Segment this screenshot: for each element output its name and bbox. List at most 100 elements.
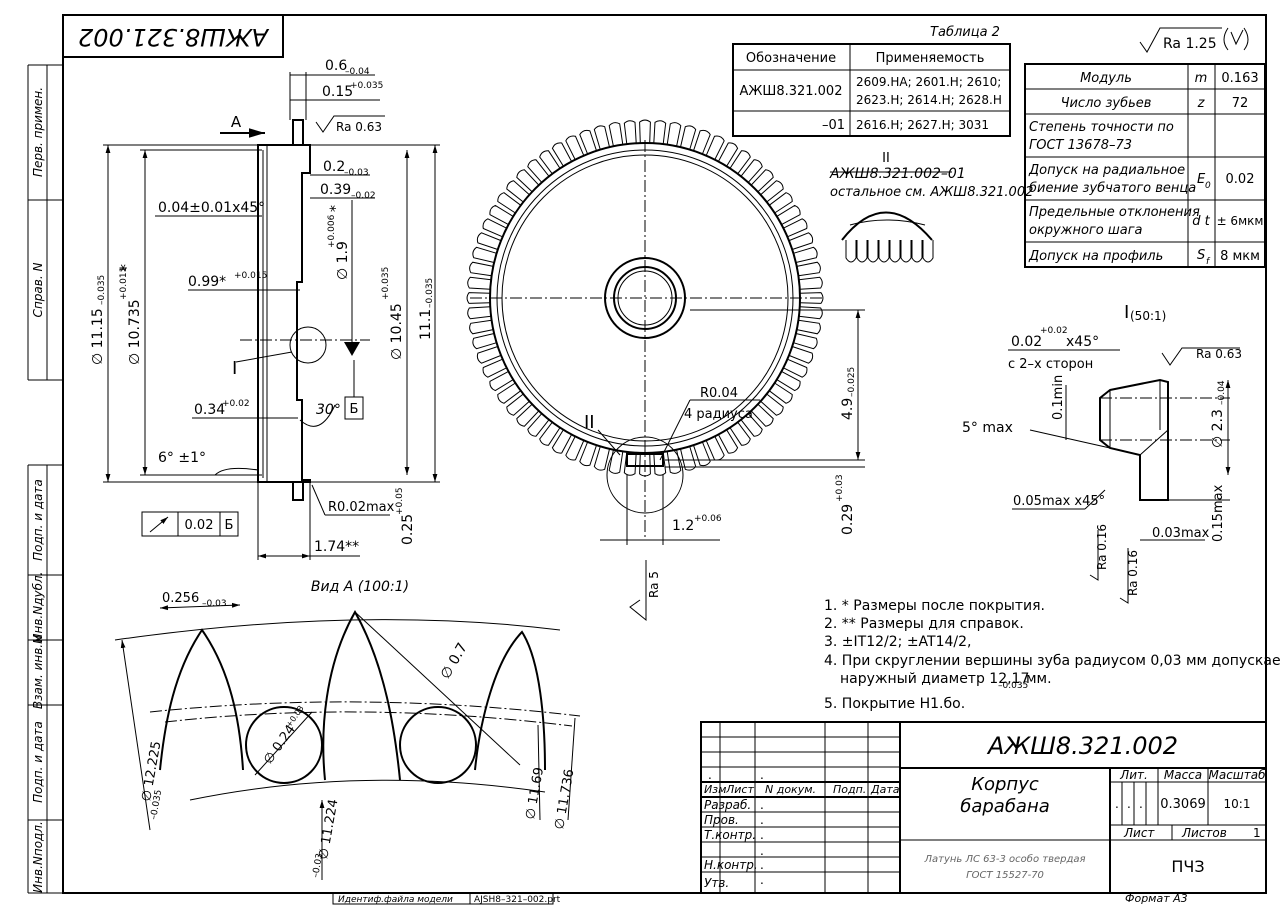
dim-0-39-tol: –0.02: [351, 191, 376, 201]
r-label-2: 4 радиуса: [684, 407, 753, 422]
table2-row1-apply-1: 2609.НА; 2601.Н; 2610;: [856, 75, 1001, 89]
dim-1-2-tol: +0.06: [694, 514, 722, 524]
gear-bore-inner: [613, 266, 677, 330]
side-label-inv-podl: Инв.Nподл.: [31, 821, 45, 893]
arrow-a-label: А: [231, 113, 242, 131]
roughness-face: Ra 0.63: [336, 120, 382, 134]
tb-sheets: Листов: [1181, 826, 1227, 840]
sheet-frame: [27, 14, 1267, 894]
view-a-d-11-224-tol: –0.03: [311, 853, 325, 879]
gear-hub-edge-2: [501, 154, 789, 442]
footer-id-label: Идентиф.файла модели: [338, 895, 453, 905]
dim-1-74: 1.74**: [314, 539, 359, 555]
dim-0-25-tol: +0.05: [395, 487, 405, 515]
tb-dot-lit-3: .: [1139, 797, 1143, 811]
gear-main-view: II R0.04 4 радиуса 4.9 –0.025 0.29 +0.03…: [466, 119, 865, 622]
tb-dot-5: .: [760, 858, 764, 872]
note-4-tol: –0.035: [998, 681, 1028, 691]
title-block: Изм Лист N докум. Подп. Дата Разраб. Про…: [700, 721, 1267, 894]
tb-dot-8: .: [760, 768, 764, 782]
tb-label-podp: Подп.: [833, 783, 866, 796]
param-precision-name-1: Степень точности по: [1029, 120, 1174, 135]
param-profile-sub: f: [1206, 257, 1211, 267]
tb-scale-val: 10:1: [1224, 797, 1251, 811]
dim-1-2: 1.2: [672, 518, 694, 534]
general-roughness-value: Ra 1.25: [1163, 36, 1217, 52]
dim-0-2: 0.2: [323, 159, 345, 175]
r-label-1: R0.04: [700, 386, 738, 401]
dim-1-9-tol: +0.006: [327, 214, 337, 248]
tb-material-2: ГОСТ 15527-70: [966, 870, 1044, 881]
tb-dot-lit-2: .: [1127, 797, 1131, 811]
tb-label-list: Лист: [725, 783, 754, 796]
side-label-inv-dubl: Инв.Nдубл.: [31, 572, 45, 643]
param-teeth-sym: z: [1197, 96, 1206, 111]
param-teeth-val: 72: [1232, 96, 1249, 111]
roughness-r1: Ra 0.16: [1095, 524, 1109, 570]
table2-col-1: Обозначение: [746, 51, 836, 66]
dim-0-2-tol: –0.03: [344, 168, 369, 178]
dim-1-9-star: *: [328, 205, 344, 212]
dim-11-15-tol: –0.035: [97, 275, 107, 305]
footer: Идентиф.файла модели AJSH8–321–002.prt Ф…: [332, 892, 1188, 905]
param-pitch-name-2: окружного шага: [1029, 223, 1143, 238]
dim-0-99-tol: +0.015: [234, 271, 267, 281]
callout-i-label: I: [232, 358, 237, 379]
tb-dot-7: .: [708, 768, 712, 782]
dim-0-25: 0.25: [400, 514, 416, 545]
side-label-perv-primen: Перв. примен.: [31, 87, 45, 177]
tb-name-2: барабана: [960, 796, 1050, 817]
dim-0-6-tol: –0.04: [345, 67, 370, 77]
gear-slot: [626, 453, 664, 467]
param-profile-val: 8 мкм: [1220, 249, 1260, 264]
dim-10-735: ∅ 10.735: [127, 299, 143, 365]
detail-chamfer-b: x45°: [1066, 334, 1099, 350]
param-precision-name-2: ГОСТ 13678–73: [1029, 138, 1132, 153]
param-pitch-sym: d t: [1192, 214, 1210, 229]
runout-value: 0.02: [185, 518, 214, 533]
header-code-box: [62, 14, 284, 58]
detail-i-scale: (50:1): [1130, 309, 1166, 323]
datum-b: Б: [350, 402, 359, 417]
variant-code: АЖШ8.321.002–01: [829, 166, 966, 182]
detail-d-015: 0.15max: [1211, 484, 1226, 542]
view-a-w: 0.256: [162, 591, 199, 606]
view-a-d-0-24: ∅ 0.24: [261, 722, 299, 767]
dim-11-15: ∅ 11.15: [90, 308, 106, 365]
param-profile-name: Допуск на профиль: [1028, 249, 1163, 264]
table2-row1-apply-2: 2623.Н; 2614.Н; 2628.Н: [856, 93, 1002, 107]
note-4-cont: наружный диаметр 12,17: [840, 671, 1029, 687]
view-a-d-11-224: ∅ 11.224: [316, 798, 341, 861]
detail-c-005: 0.05max x45°: [1013, 494, 1105, 509]
roughness-detail: Ra 0.63: [1196, 347, 1242, 361]
note-3: 3. ±IT12/2; ±AT14/2,: [824, 634, 972, 650]
tb-role-utv: Утв.: [704, 876, 729, 890]
side-label-vzam-inv: Взам. инв.N: [31, 635, 45, 709]
tb-dot-3: .: [760, 828, 764, 842]
footer-format: Формат А3: [1125, 892, 1188, 905]
dim-11-1: 11.1: [418, 309, 434, 340]
tb-org: ПЧЗ: [1171, 857, 1204, 876]
note-2: 2. ** Размеры для справок.: [824, 616, 1024, 632]
param-pitch-val: ± 6мкм: [1217, 214, 1264, 228]
tb-role-razrab: Разраб.: [704, 798, 751, 812]
dim-4-9-tol: –0.025: [847, 367, 857, 397]
tb-dot-lit-1: .: [1115, 797, 1119, 811]
note-4: 4. При скруглении вершины зуба радиусом …: [824, 653, 1280, 669]
dim-10-735-tol: +0.011: [119, 267, 129, 300]
table2-row2-code: –01: [822, 118, 845, 133]
dim-0-15-tol: +0.035: [350, 81, 383, 91]
notes: 1. * Размеры после покрытия. 2. ** Разме…: [824, 598, 1280, 712]
param-pitch-name-1: Предельные отклонения: [1029, 205, 1200, 220]
detail-both-sides: с 2–х сторон: [1008, 357, 1093, 372]
view-a-d-11-69: ∅ 11.69: [523, 766, 547, 820]
view-a-d-0-7: ∅ 0.7: [438, 640, 471, 682]
footer-id-value: AJSH8–321–002.prt: [474, 895, 561, 905]
table2-row2-apply: 2616.Н; 2627.Н; 3031: [856, 118, 989, 132]
tb-sheets-val: 1: [1253, 826, 1261, 840]
tb-dot-2: .: [760, 813, 764, 827]
gear-hub-edge-1: [496, 149, 794, 447]
detail-d-003: 0.03max: [1152, 526, 1210, 541]
tb-code: АЖШ8.321.002: [986, 732, 1178, 760]
tb-scale: Масштаб: [1208, 768, 1266, 782]
